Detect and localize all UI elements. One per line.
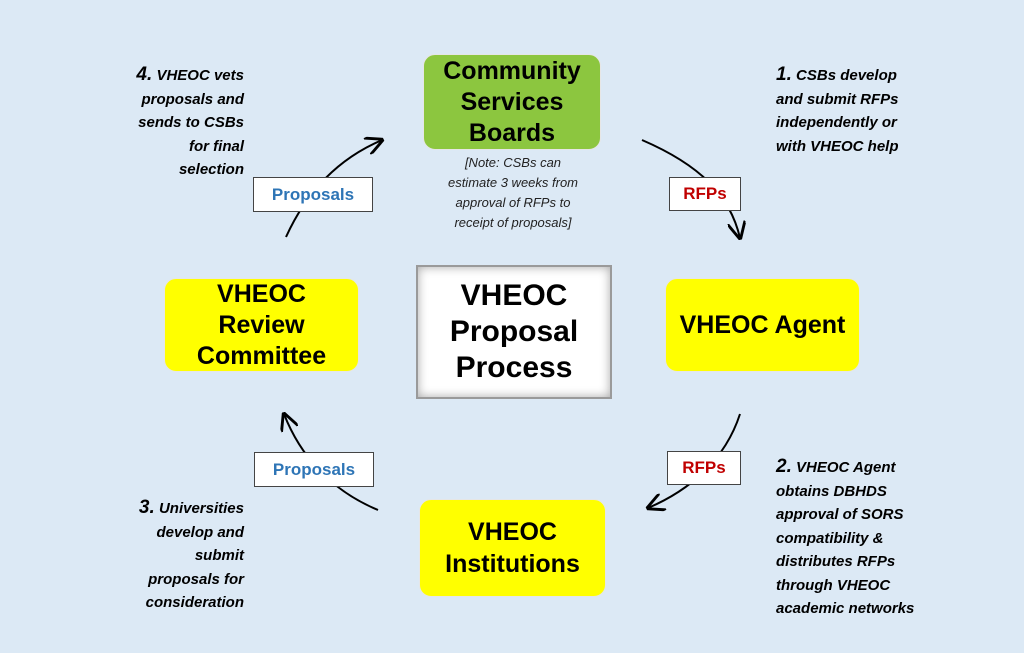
step-4-text: 4. VHEOC vets proposals and sends to CSB… bbox=[136, 64, 244, 178]
csb-timing-note: [Note: CSBs can estimate 3 weeks from ap… bbox=[447, 155, 579, 230]
rfps-label-top: RFPs bbox=[669, 177, 741, 211]
proposals-label-bottom: Proposals bbox=[254, 452, 374, 487]
step-2-text: 2. VHEOC Agent obtains DBHDS approval of… bbox=[776, 456, 915, 617]
vheoc-institutions-node: VHEOC Institutions bbox=[419, 499, 606, 597]
vheoc-agent-node: VHEOC Agent bbox=[665, 278, 860, 372]
rfps-label-bottom: RFPs bbox=[667, 451, 741, 485]
vheoc-review-committee-node: VHEOC Review Committee bbox=[164, 278, 359, 372]
step-3-text: 3. Universities develop and submit propo… bbox=[138, 497, 244, 611]
community-services-boards-node: Community Services Boards bbox=[423, 54, 601, 150]
step-1-text: 1. CSBs develop and submit RFPs independ… bbox=[776, 64, 899, 155]
proposals-label-top: Proposals bbox=[253, 177, 373, 212]
process-title: VHEOC Proposal Process bbox=[416, 265, 612, 399]
